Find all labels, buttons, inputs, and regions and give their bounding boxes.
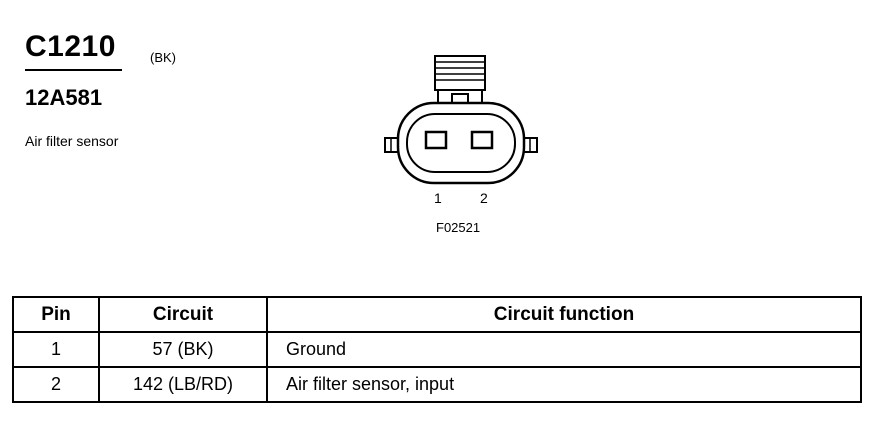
cell-circuit: 142 (LB/RD) [98, 366, 268, 403]
table-row: 2 142 (LB/RD) Air filter sensor, input [12, 366, 862, 403]
cell-circuit-function: Ground [266, 331, 862, 368]
connector-id: C1210 [25, 30, 116, 63]
header-pin: Pin [12, 296, 100, 333]
table-row: 1 57 (BK) Ground [12, 331, 862, 368]
connector-color: (BK) [150, 50, 176, 65]
figure-code: F02521 [436, 220, 481, 235]
connector-housing-inner [406, 113, 516, 173]
component-name: Air filter sensor [25, 133, 119, 149]
pin-label-2: 2 [480, 190, 488, 206]
cell-circuit-function: Air filter sensor, input [266, 366, 862, 403]
connector-face-diagram [384, 55, 538, 185]
part-number: 12A581 [25, 85, 103, 110]
cell-pin: 1 [12, 331, 100, 368]
connector-latch [434, 55, 486, 91]
pin-cavity-2 [470, 130, 494, 150]
pin-cavity-1 [424, 130, 448, 150]
cell-pin: 2 [12, 366, 100, 403]
pin-table: Pin Circuit Circuit function 1 57 (BK) G… [12, 296, 862, 403]
table-header-row: Pin Circuit Circuit function [12, 296, 862, 333]
cell-circuit: 57 (BK) [98, 331, 268, 368]
header-circuit-function: Circuit function [266, 296, 862, 333]
pin-label-1: 1 [434, 190, 442, 206]
connector-id-underline [25, 69, 122, 71]
header-circuit: Circuit [98, 296, 268, 333]
